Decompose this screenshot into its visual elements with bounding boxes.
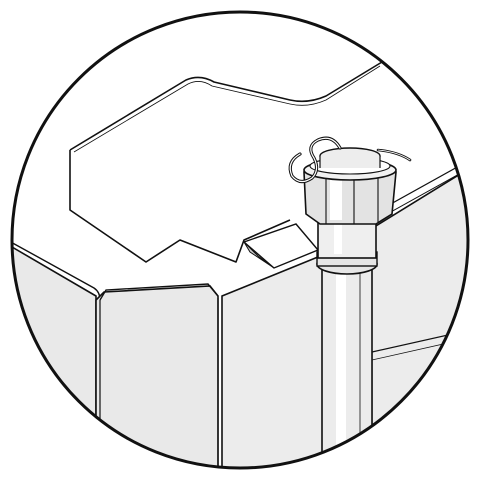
hex-nut-highlight [330,176,342,220]
vertical-pipe-highlight [336,268,346,468]
vertical-pipe [321,261,373,468]
magnifier-circle-border [10,10,470,470]
middle-panel-top-edge [99,283,219,301]
mounting-bracket-shadow [243,241,275,269]
wall-seam-line-2 [379,167,468,219]
top-cover-flap-inner [73,65,381,153]
hose-clip-inner [289,137,341,183]
nut-top-neck [320,156,380,168]
top-cover-flap [69,61,383,263]
coupling-body-highlight [334,222,342,254]
clip-wire-tail-inner [377,149,411,161]
